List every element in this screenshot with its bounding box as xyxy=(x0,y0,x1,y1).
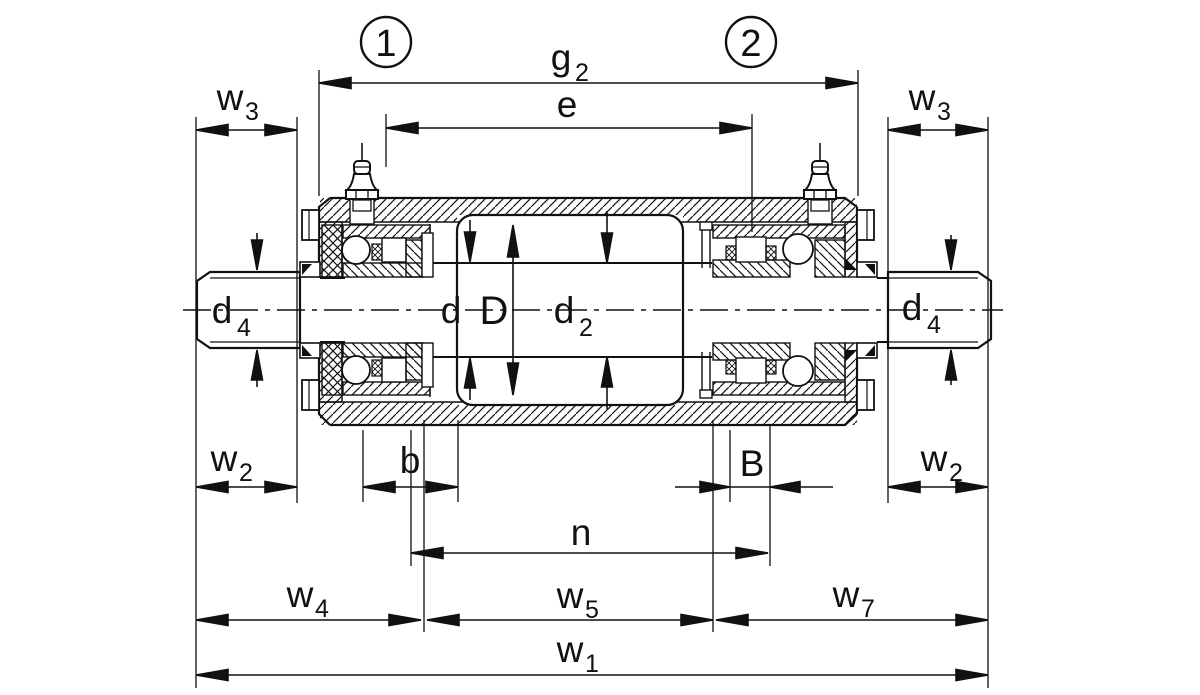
dim-label-d4-left: d xyxy=(212,290,233,331)
dim-label-d4-left-sub: 4 xyxy=(237,314,251,342)
dim-label-w3-right-sub: 3 xyxy=(937,98,951,126)
dim-label-w2-left: w xyxy=(210,438,238,479)
seal-lip xyxy=(302,345,312,356)
bolt-head xyxy=(301,209,320,241)
lock-collar-top xyxy=(421,232,434,278)
dim-label-w3-left-sub: 3 xyxy=(245,98,259,126)
bearing-right xyxy=(712,224,857,396)
adapter-sleeve-top xyxy=(405,239,423,278)
housing-bottom-wall-left xyxy=(320,402,457,425)
shaft xyxy=(195,261,993,359)
nipple-thread xyxy=(352,199,372,212)
housing-top-wall-middle xyxy=(457,198,683,215)
housing-outline-left xyxy=(317,197,331,426)
position-number-1: 1 xyxy=(375,23,396,65)
cage-pocket xyxy=(735,357,767,384)
seal-lip xyxy=(865,264,875,275)
dim-label-w1: w xyxy=(556,629,584,670)
cage-section xyxy=(725,359,737,375)
dim-label-g2-sub: 2 xyxy=(575,59,589,87)
dim-label-w4: w xyxy=(286,574,314,615)
seal-lip xyxy=(865,345,875,356)
dim-label-d4-right-sub: 4 xyxy=(927,311,941,339)
housing-outline-bottom xyxy=(330,413,858,427)
dim-label-w2-right-sub: 2 xyxy=(949,459,963,487)
housing-bottom-wall-middle xyxy=(457,405,683,425)
cage-section xyxy=(765,245,777,261)
outer-ring-top xyxy=(712,224,846,239)
housing-top-wall-left xyxy=(320,198,457,222)
grease-nipple-right xyxy=(802,143,838,225)
dim-label-b: b xyxy=(400,440,421,481)
dim-label-w5-sub: 5 xyxy=(585,596,599,624)
nipple-hex xyxy=(345,189,379,200)
seal-block xyxy=(321,224,343,278)
lock-collar-bottom xyxy=(814,342,846,381)
grease-nipple-left xyxy=(344,143,380,225)
nipple-cone xyxy=(802,173,838,191)
seal-block xyxy=(321,342,343,396)
position-balloon-2: 2 xyxy=(724,15,778,69)
dim-label-D: D xyxy=(480,289,509,333)
position-balloon-1: 1 xyxy=(359,15,413,69)
dimension-lines xyxy=(195,76,989,682)
ball-top xyxy=(782,233,814,265)
dimension-labels: w 3 g 2 e w 3 d 4 d D d 2 d 4 w 2 b B w … xyxy=(210,37,963,678)
seal-lip xyxy=(845,258,857,270)
balloon-circle xyxy=(724,15,778,69)
outer-ring-bottom xyxy=(712,381,846,396)
dim-label-w2-left-sub: 2 xyxy=(239,459,253,487)
cage-section xyxy=(765,359,777,375)
dim-label-e: e xyxy=(557,84,578,125)
dim-label-w7: w xyxy=(832,574,860,615)
housing-outline-top xyxy=(330,196,858,208)
nipple-hex xyxy=(803,189,837,200)
dim-label-w3-left: w xyxy=(216,77,244,118)
cage-pocket xyxy=(735,236,767,263)
dim-label-d4-right: d xyxy=(902,287,923,328)
nipple-cone xyxy=(344,173,380,191)
dim-label-w7-sub: 7 xyxy=(861,595,875,623)
dim-label-w2-right: w xyxy=(920,438,948,479)
washer-cap-bottom xyxy=(699,389,713,399)
adapter-sleeve-bottom xyxy=(405,342,423,381)
extension-lines xyxy=(195,70,989,688)
housing-bottom-wall-right xyxy=(683,402,857,425)
clamp-bolts xyxy=(301,209,875,411)
dim-label-g2: g xyxy=(551,37,572,78)
dim-label-B: B xyxy=(740,443,765,484)
bolt-head xyxy=(856,379,875,411)
dim-label-w4-sub: 4 xyxy=(315,595,329,623)
nipple-thread xyxy=(810,199,830,212)
cage-pocket xyxy=(381,237,407,263)
dim-label-d2: d xyxy=(554,290,575,331)
washer-cap-top xyxy=(699,221,713,231)
lock-collar-top xyxy=(814,239,846,278)
ball-bottom xyxy=(782,355,814,387)
position-number-2: 2 xyxy=(740,23,761,65)
dim-label-n: n xyxy=(571,512,592,553)
dim-label-w1-sub: 1 xyxy=(585,650,599,678)
cage-section xyxy=(371,243,383,261)
bolt-head xyxy=(856,209,875,241)
lock-collar-bottom xyxy=(421,342,434,388)
cage-pocket xyxy=(381,357,407,383)
ball-top xyxy=(341,235,371,265)
seal-lip xyxy=(845,350,857,362)
ball-bottom xyxy=(341,355,371,385)
dim-label-w5: w xyxy=(556,575,584,616)
cage-section xyxy=(371,359,383,377)
dim-label-w3-right: w xyxy=(908,77,936,118)
seal-lip xyxy=(302,264,312,275)
dim-label-d: d xyxy=(441,290,462,331)
balloon-circle xyxy=(359,15,413,69)
bolt-head xyxy=(301,379,320,411)
dim-label-d2-sub: 2 xyxy=(579,314,593,342)
cage-section xyxy=(725,245,737,261)
bearing-left xyxy=(321,224,434,396)
